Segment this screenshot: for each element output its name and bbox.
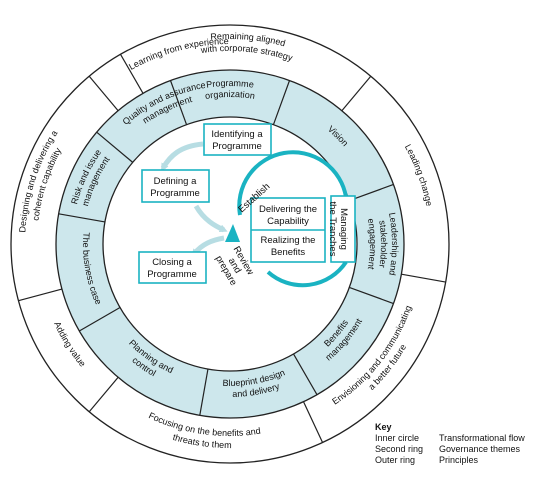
key-meaning: Governance themes [439, 444, 521, 454]
theme-label: Programme [206, 78, 255, 90]
defining-programme-box: Defining a Programme [141, 169, 210, 203]
theme-label: stakeholder [377, 220, 389, 269]
theme-divider [79, 306, 121, 332]
arrow-identifying-to-defining [160, 141, 204, 172]
key-legend: Key Inner circle Transformational flow S… [375, 422, 525, 466]
key-ring: Outer ring [375, 455, 416, 465]
theme-divider [169, 80, 188, 125]
theme-divider [349, 286, 394, 305]
theme-divider [349, 183, 394, 202]
identifying-line-2: Programme [212, 141, 262, 152]
principle-divider [119, 54, 144, 94]
delivering-line-2: Capability [267, 216, 309, 227]
key-meaning: Transformational flow [439, 433, 525, 443]
tranches-group: Delivering the Capability Realizing the … [250, 197, 326, 263]
key-ring: Inner circle [375, 433, 420, 443]
principle-divider [18, 288, 63, 302]
principle-divider [302, 401, 324, 443]
theme-divider [272, 80, 291, 125]
theme-divider [199, 368, 209, 416]
tranche-loop-arc [237, 150, 348, 216]
closing-line-2: Programme [147, 269, 197, 280]
key-ring: Second ring [375, 444, 424, 454]
key-title: Key [375, 422, 392, 432]
theme-dividers [58, 80, 394, 416]
key-meaning: Principles [439, 455, 479, 465]
identifying-line-1: Identifying a [211, 129, 263, 140]
principle-dividers [18, 54, 446, 443]
managing-line-1: Managing [338, 208, 349, 250]
defining-line-1: Defining a [154, 176, 197, 187]
theme-divider [58, 213, 106, 223]
realizing-line-2: Benefits [271, 247, 306, 258]
defining-line-2: Programme [150, 188, 200, 199]
key-row: Inner circle Transformational flow [375, 433, 525, 444]
theme-divider [96, 131, 134, 163]
principle-divider [88, 376, 119, 413]
managing-line-2: the Tranches [327, 202, 338, 257]
key-row: Outer ring Principles [375, 455, 525, 466]
theme-label: organization [204, 89, 255, 101]
principle-divider [88, 75, 119, 112]
closing-programme-box: Closing a Programme [138, 251, 207, 284]
delivering-line-1: Delivering the [259, 204, 317, 215]
principle-divider [401, 273, 446, 283]
theme-divider [292, 353, 318, 395]
tranche-loop-arc-lower [266, 260, 348, 288]
principle-divider [341, 75, 372, 112]
key-row: Second ring Governance themes [375, 444, 525, 455]
realizing-line-1: Realizing the [261, 235, 316, 246]
identifying-programme-box: Identifying a Programme [203, 123, 272, 156]
tranche-start-triangle [225, 224, 240, 242]
closing-line-1: Closing a [152, 257, 192, 268]
managing-tranches-box: Managing the Tranches [327, 195, 356, 263]
theme-label: engagement [366, 218, 378, 271]
arrow-defining-to-tranches [193, 204, 228, 233]
theme-label: Leadership and [387, 212, 400, 277]
